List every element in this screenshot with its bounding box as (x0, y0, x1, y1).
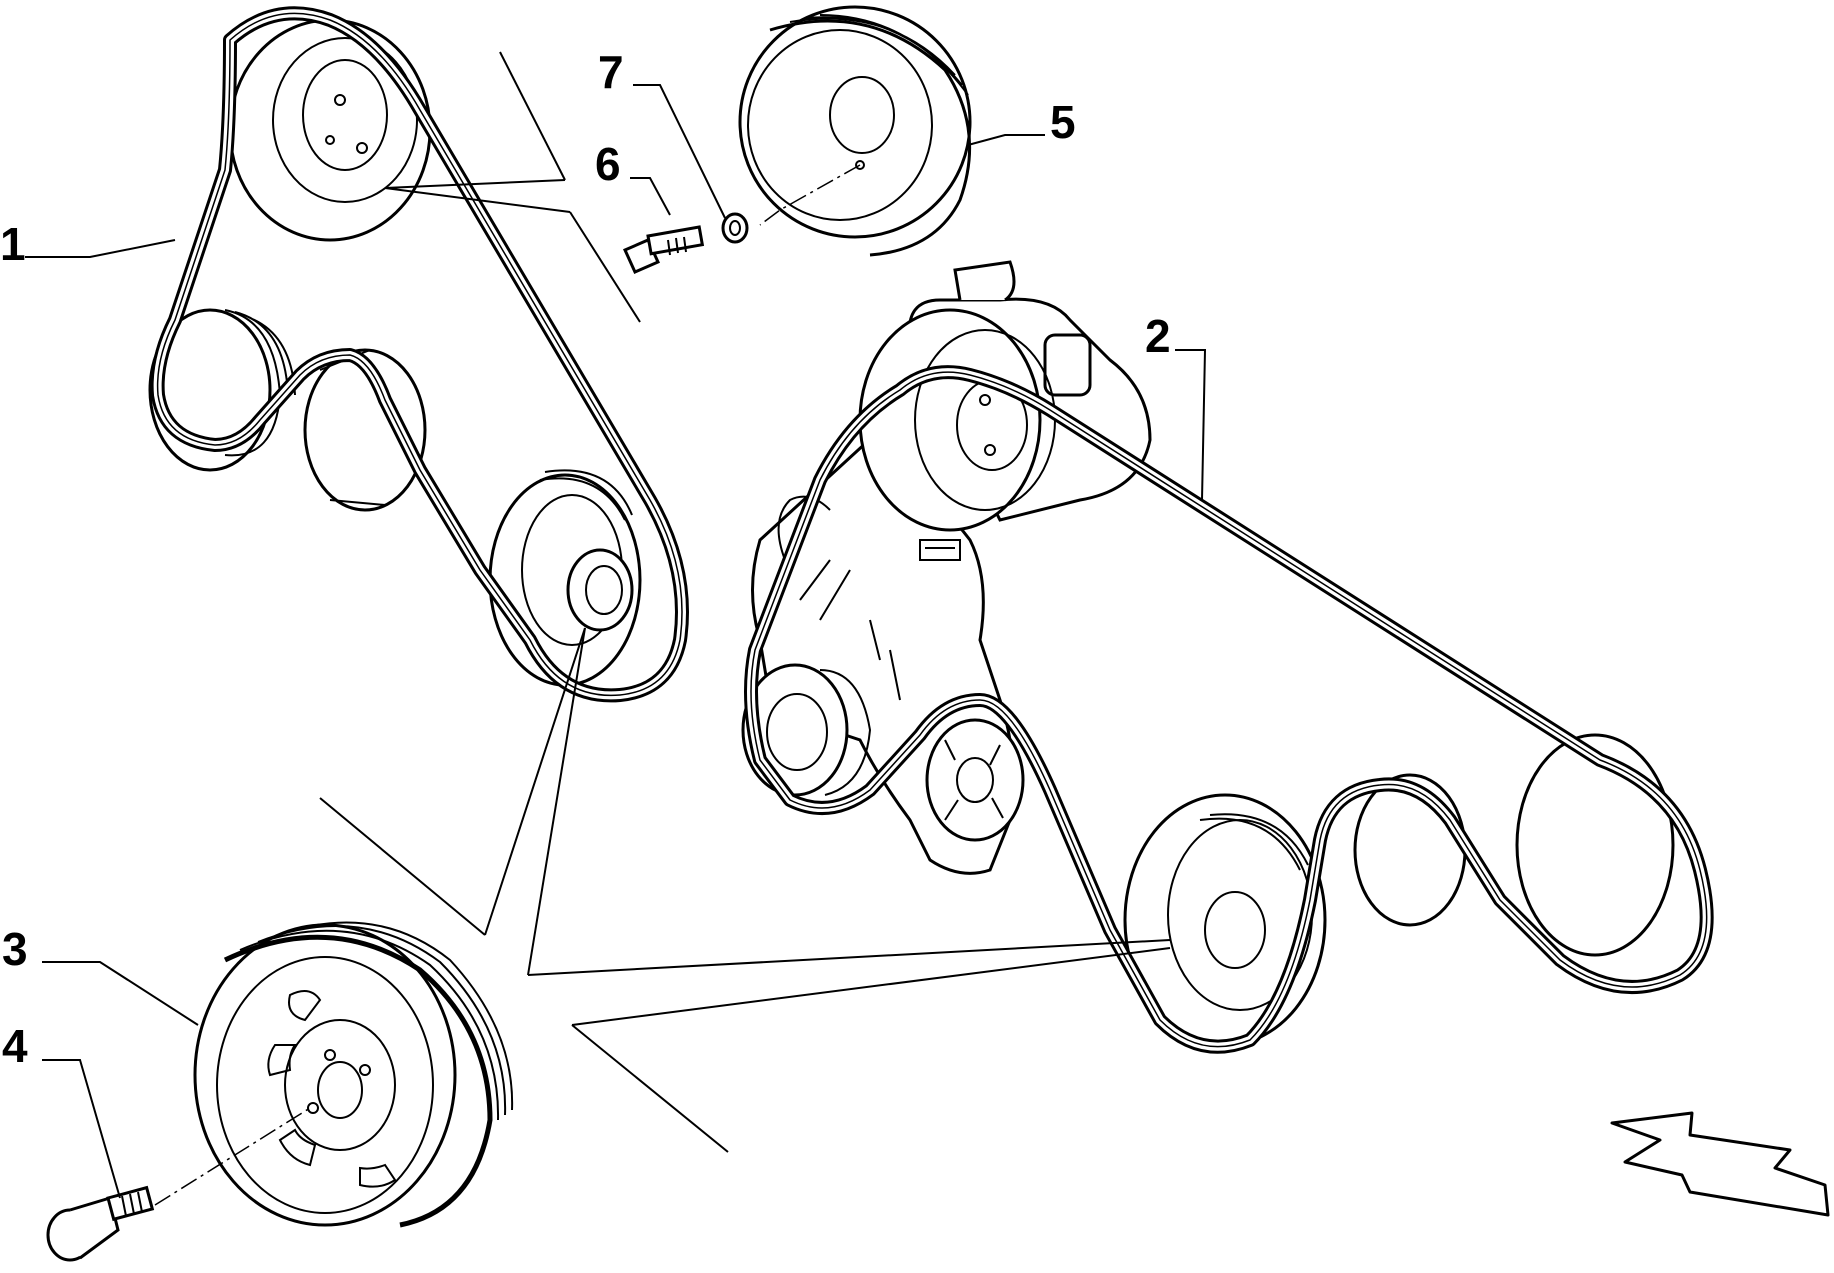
crankshaft-pulley-3 (193, 921, 514, 1228)
left-crank-pulley (488, 469, 642, 687)
bolt-4 (46, 1185, 155, 1262)
tensioner-pulley (925, 718, 1025, 842)
washer-7 (721, 212, 749, 244)
callout-4: 4 (2, 1020, 28, 1072)
callout-1: 1 (0, 218, 26, 270)
belt-1 (150, 6, 689, 703)
direction-arrow (1610, 1111, 1830, 1217)
pulley-5 (738, 5, 972, 257)
right-large-pulley (1515, 733, 1675, 957)
screw-6 (623, 225, 705, 274)
right-idler-pulley (1353, 773, 1467, 927)
left-belt-assembly (148, 6, 689, 703)
left-top-pulley (228, 18, 432, 242)
callout-5: 5 (1050, 96, 1076, 148)
reference-lines (319, 51, 1171, 1153)
leader-lines (25, 84, 1207, 1199)
belt-2 (744, 365, 1714, 1054)
callout-2: 2 (1145, 310, 1171, 362)
pulley-5-axis (759, 164, 861, 226)
callout-3: 3 (2, 923, 28, 975)
left-idler-pulley (303, 348, 427, 512)
callout-6: 6 (595, 138, 621, 190)
callout-labels: 1 2 3 4 5 6 7 (0, 46, 1171, 1072)
callout-7: 7 (598, 46, 624, 98)
